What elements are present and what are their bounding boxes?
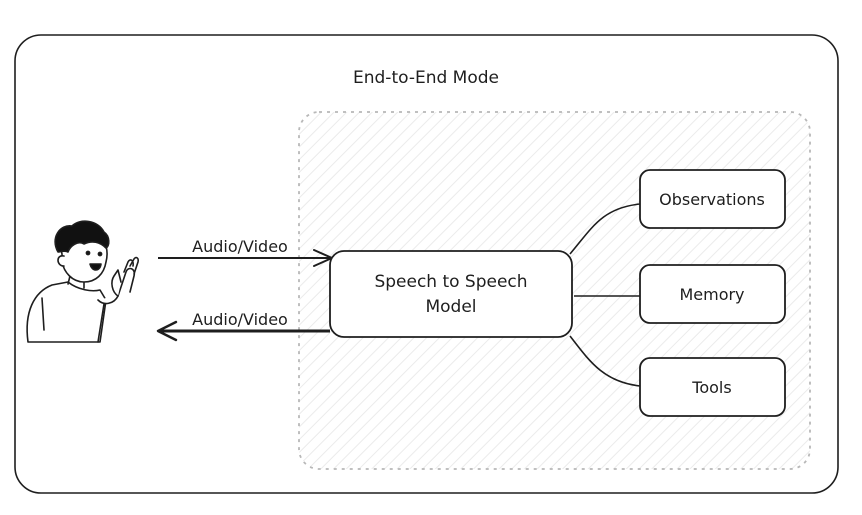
- output-arrow-label: Audio/Video: [192, 310, 288, 329]
- connector-observations: [569, 203, 641, 255]
- connector-tools: [569, 335, 641, 387]
- input-arrow-label: Audio/Video: [192, 237, 288, 256]
- memory-box: [639, 264, 786, 324]
- observations-label: Observations: [659, 190, 765, 209]
- speech-model-label-line2: Model: [425, 297, 476, 317]
- observations-box: [639, 169, 786, 229]
- tools-label: Tools: [691, 378, 731, 397]
- output-arrow-head: [156, 320, 178, 342]
- diagram-title: End-to-End Mode: [353, 68, 499, 88]
- speech-model-box: [329, 250, 573, 338]
- person-waving-icon: [26, 220, 139, 343]
- memory-label: Memory: [679, 285, 744, 304]
- tools-box: [639, 357, 786, 417]
- speech-model-label-line1: Speech to Speech: [374, 272, 527, 292]
